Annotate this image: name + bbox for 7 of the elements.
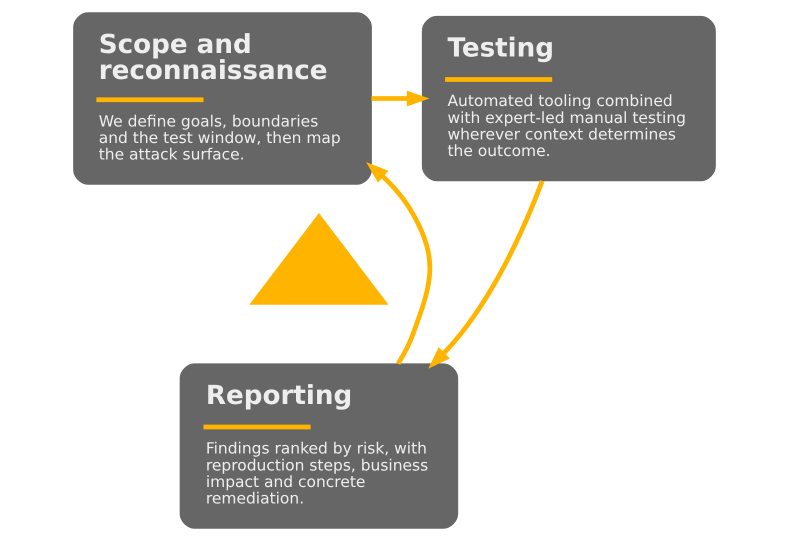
arrow: [366, 162, 432, 365]
node-triangle: [249, 212, 389, 305]
node-box: Testing Automated tooling combined with expert-led manual testing wherever context determines the outcome.: [422, 16, 716, 182]
arrow: [371, 90, 430, 106]
node-box: Reporting Findings ranked by risk, with reproduction steps, business impact and concrete remediation.: [180, 363, 458, 529]
arrow: [428, 180, 544, 369]
node-box: Scope and reconnaissance We define goals, boundaries and the test window, then map the attack surface.: [73, 12, 372, 185]
